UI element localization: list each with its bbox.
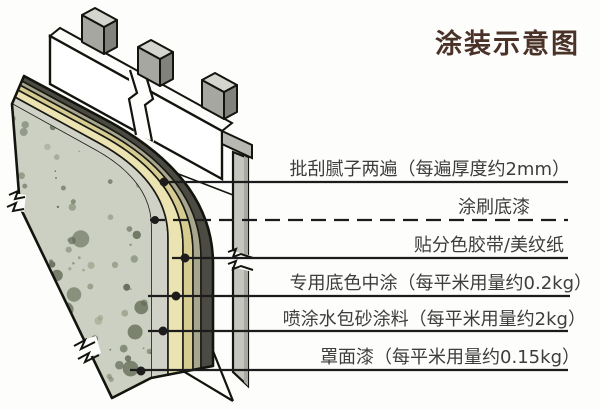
leader-dot-3 [180, 253, 190, 263]
stud-post-1 [81, 7, 118, 55]
stud-posts [81, 7, 238, 120]
leader-dot-6 [136, 366, 146, 376]
frame-board [48, 26, 253, 196]
callout-label-topcoat: 罩面漆（每平米用量约0.15kg） [320, 347, 580, 368]
leader-dot-5 [158, 326, 168, 336]
leader-dot-4 [171, 291, 181, 301]
bottom-edge-lines [182, 350, 235, 402]
stud-post-3 [201, 72, 238, 120]
leader-dot-1 [159, 177, 169, 187]
diagram-title: 涂装示意图 [435, 29, 580, 60]
concrete-break-icons [4, 189, 101, 365]
leader-dot-2 [151, 216, 159, 224]
callout-label-tape: 贴分色胶带/美纹纸 [413, 235, 564, 256]
block-outline [10, 74, 215, 400]
callout-label-putty: 批刮腻子两遍（每遍厚度约2mm） [289, 159, 570, 180]
board-break-icon [127, 68, 155, 142]
leader-lines [130, 177, 570, 376]
callout-label-texture-coat: 喷涂水包砂涂料（每平米用量约2kg） [282, 309, 586, 330]
callout-label-midcoat: 专用底色中涂（每平米用量约0.2kg） [289, 273, 592, 294]
stud-post-2 [137, 39, 174, 87]
callout-label-primer: 涂刷底漆 [458, 197, 530, 218]
